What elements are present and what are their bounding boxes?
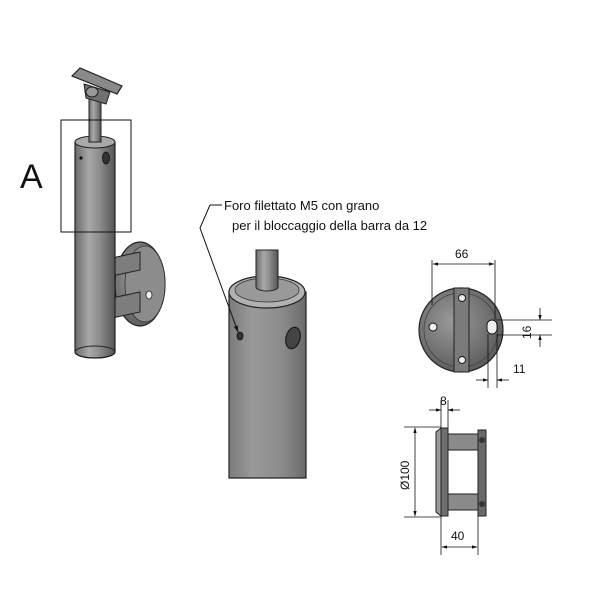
side-screw-bottom [479,501,485,507]
dim-slot-16 [497,308,552,347]
side-bar-bottom [447,493,479,511]
callout-leader [199,204,239,333]
saddle-hinge [85,86,99,98]
plate-bar-hole-top [458,294,466,302]
plate-right-slot [486,319,498,335]
detail-slot [285,326,301,350]
detail-frame-a [60,119,132,233]
tube-slot [102,151,110,165]
plate-left-hole [428,322,438,332]
handrail-saddle [70,67,123,95]
support-rod [88,95,102,143]
main-tube [74,141,116,359]
side-plate-bevel [435,426,442,518]
dim-offset-11 [476,334,509,388]
dim-width-66 [431,260,496,320]
detail-threaded-hole [236,331,244,341]
dim-thickness-label: 8 [440,394,447,408]
dim-diameter-label: Ø100 [398,460,412,490]
plate-side-view [435,426,487,518]
tube-threaded-hole [79,156,83,160]
dim-offset-label: 11 [513,362,526,376]
dim-depth-40 [440,516,479,555]
side-plate [440,427,449,517]
wall-plate-hole [145,290,153,300]
detail-tube [228,291,307,479]
post-assembly [60,67,166,359]
detail-rod [255,249,279,292]
callout-line-2: per il bloccaggio della barra da 12 [232,218,427,233]
side-end-bracket [477,429,487,517]
detail-letter: A [20,158,43,196]
side-bar-top [447,433,479,451]
dim-diameter-100 [404,426,441,518]
plate-bar-hole-bottom [458,356,466,364]
dim-slot-label: 16 [520,325,534,339]
dim-thickness-8 [429,400,460,428]
plate-center-bar [453,287,470,373]
tube-bottom-rim [74,345,116,359]
plate-front-view [418,287,504,373]
dim-depth-label: 40 [451,529,465,543]
callout-line-1: Foro filettato M5 con grano [224,198,379,213]
dim-width-label: 66 [455,247,469,261]
side-screw-top [479,437,485,443]
detail-a-view [199,204,307,479]
